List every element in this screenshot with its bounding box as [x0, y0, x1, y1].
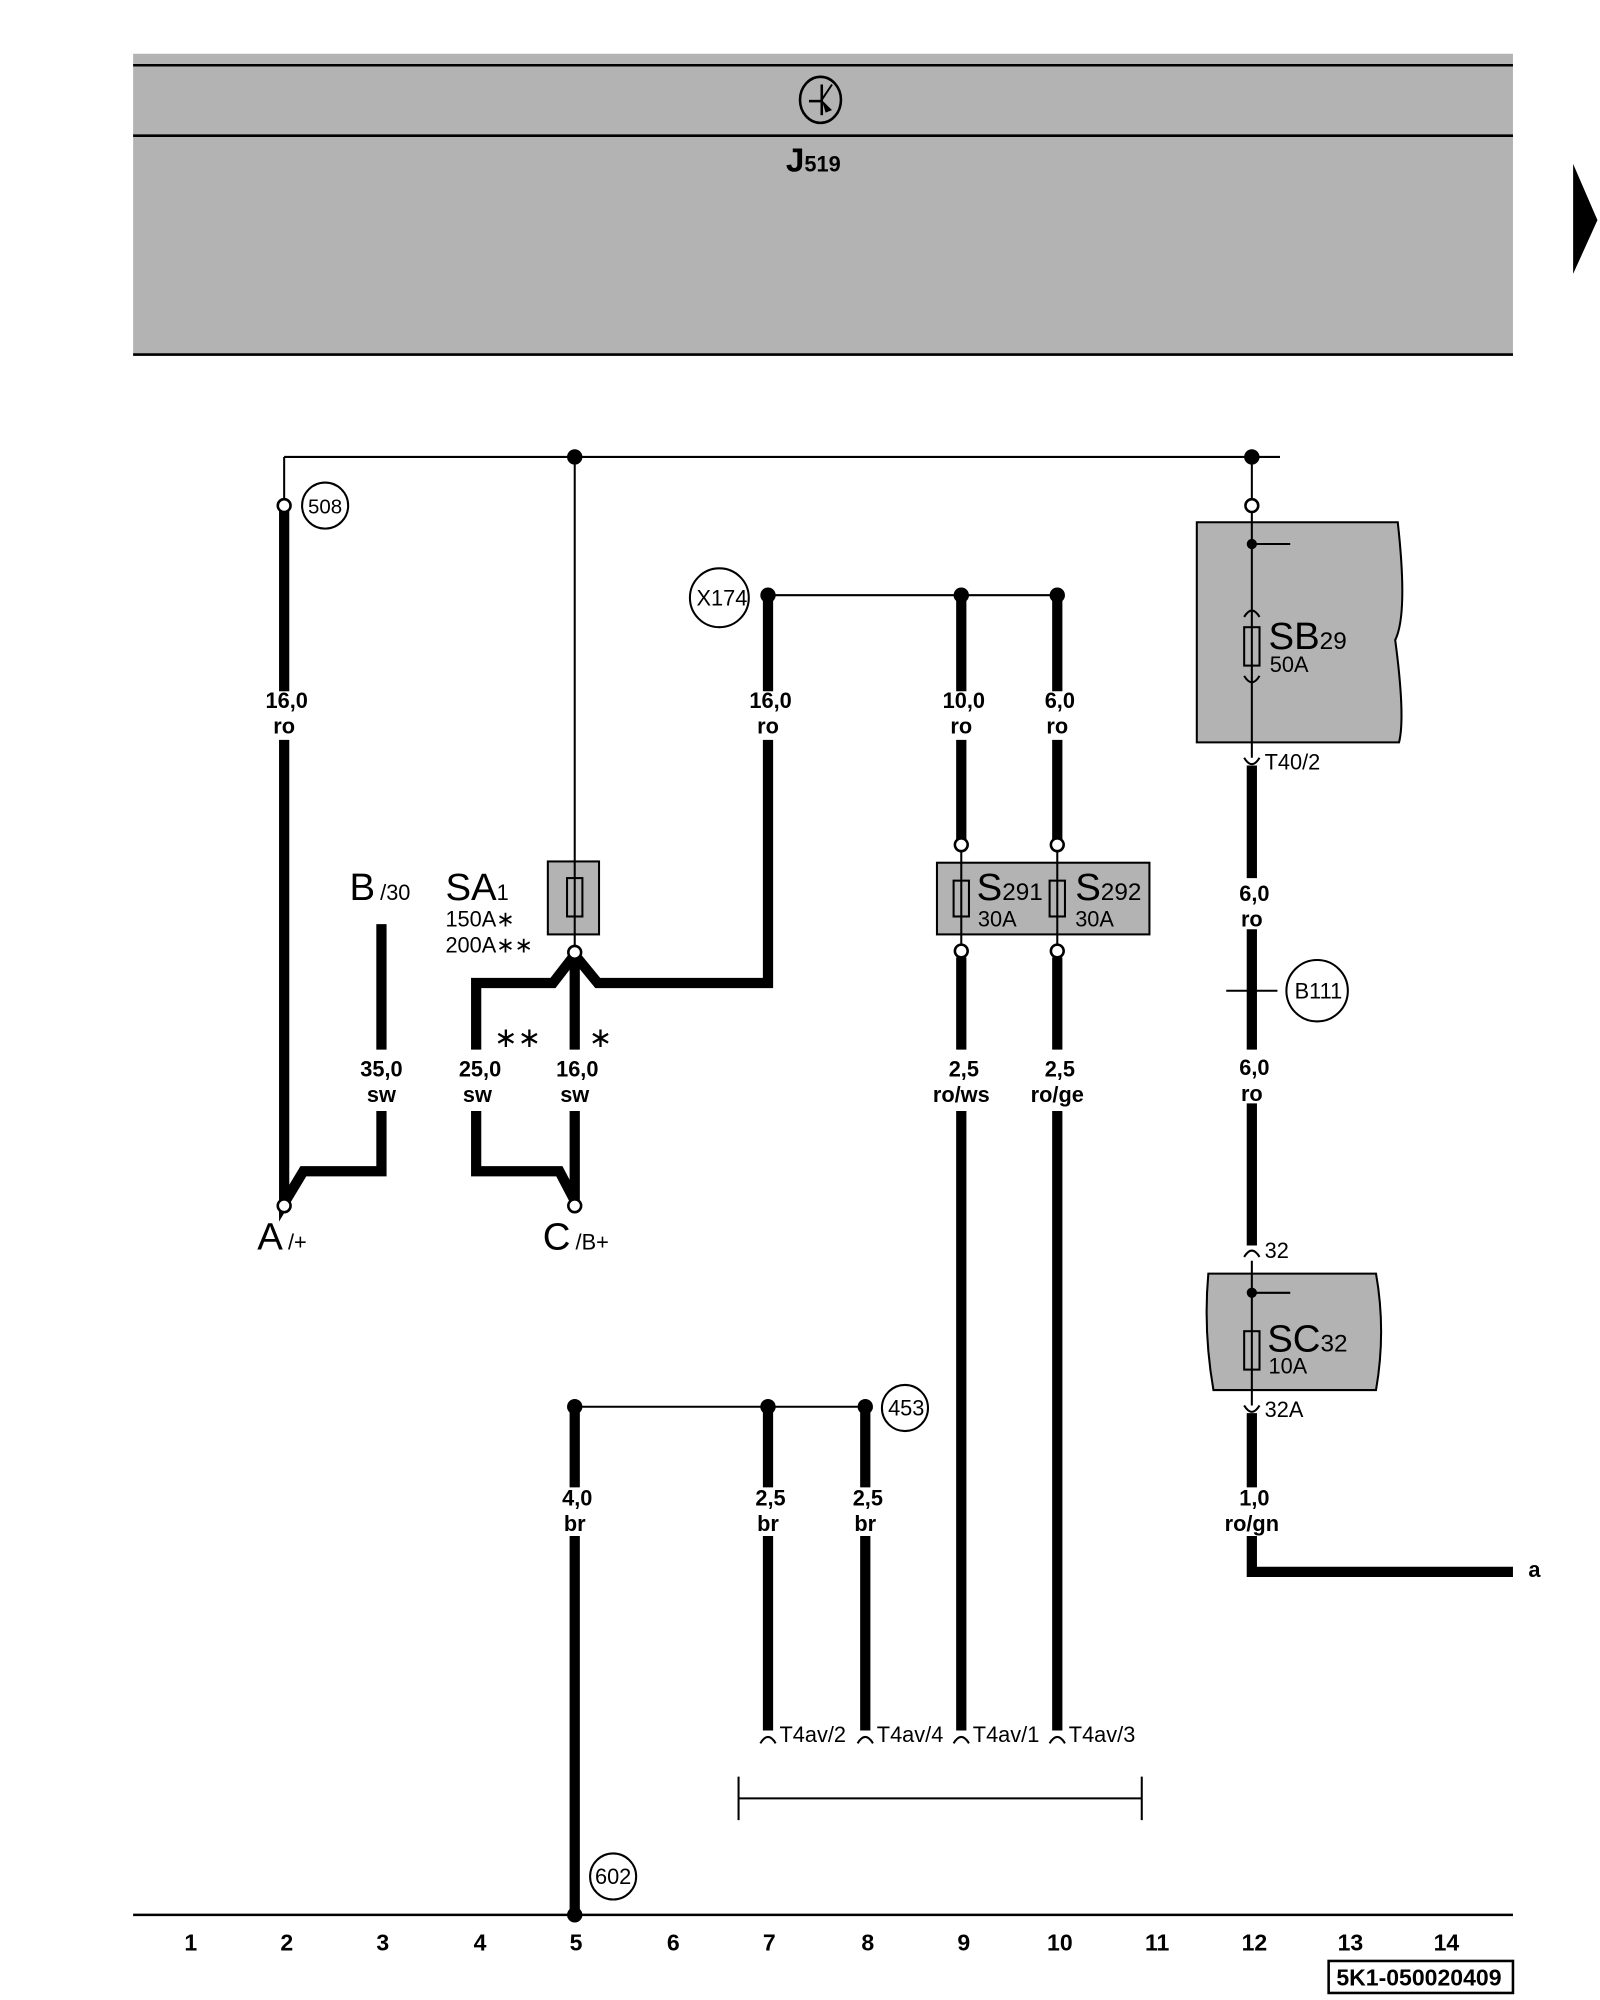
fuse-sb29-label: SB29	[1268, 615, 1346, 658]
wire-color: ro	[1241, 1081, 1263, 1106]
wire-color: br	[564, 1511, 586, 1536]
wire-color: sw	[367, 1082, 396, 1107]
variant-marker: ∗∗	[494, 1022, 541, 1053]
svg-text:8: 8	[861, 1930, 874, 1956]
wire-gauge: 2,5	[755, 1485, 785, 1510]
fuse-s291-label: S291	[977, 866, 1043, 909]
connector-bracket	[737, 1776, 1143, 1821]
terminal-c: C/B+	[543, 1215, 609, 1258]
fuse-box-sb	[1195, 512, 1404, 758]
svg-text:13: 13	[1338, 1930, 1364, 1956]
fuse-s291-rating: 30A	[978, 907, 1017, 932]
wire-gauge: 6,0	[1239, 881, 1269, 906]
wire-gauge: 10,0	[943, 688, 985, 713]
wire-gauge: 2,5	[949, 1056, 979, 1081]
component-label: J519	[786, 143, 841, 180]
svg-text:7: 7	[763, 1930, 776, 1956]
svg-text:5: 5	[570, 1930, 583, 1956]
svg-text:12: 12	[1242, 1930, 1268, 1956]
wire-color: ro	[950, 713, 972, 738]
wire-color: ro	[1046, 713, 1068, 738]
wire-color: ro/ge	[1031, 1082, 1084, 1107]
wire-gauge: 6,0	[1045, 688, 1075, 713]
fuse-s292-rating: 30A	[1075, 907, 1114, 932]
fuse-block-s291-s292	[935, 844, 1151, 952]
wire-gauge: 2,5	[1045, 1056, 1075, 1081]
fuse-sa1-rating: 150A∗	[445, 907, 514, 932]
wire-color: ro/ws	[933, 1082, 990, 1107]
fuse-sc32-label: SC32	[1267, 1318, 1347, 1361]
ref-453	[880, 1383, 930, 1433]
fuse-sa1	[546, 860, 601, 936]
variant-marker: ∗	[589, 1022, 613, 1053]
connector-pin: T4av/2	[780, 1722, 847, 1747]
fuse-box-sc	[1205, 1260, 1383, 1406]
wire-gauge: 6,0	[1239, 1055, 1269, 1080]
next-page-arrow[interactable]	[1573, 163, 1598, 274]
transistor-icon	[798, 75, 843, 125]
ref-b111-label: B111	[1295, 978, 1343, 1003]
wire-gauge: 25,0	[459, 1056, 501, 1081]
ref-x174	[688, 567, 750, 629]
ref-508	[301, 481, 350, 530]
svg-text:14: 14	[1434, 1930, 1460, 1956]
fuse-s292-label: S292	[1075, 866, 1141, 909]
wire-gauge: 16,0	[556, 1056, 598, 1081]
ref-453-label: 453	[888, 1396, 924, 1421]
ref-602-label: 602	[595, 1864, 631, 1889]
connector-pin: T4av/3	[1069, 1722, 1136, 1747]
connector-pin: T4av/4	[877, 1722, 944, 1747]
connector-pin: T40/2	[1265, 749, 1321, 774]
terminal-b: B/30	[349, 866, 410, 909]
wire-color: ro	[757, 713, 779, 738]
wire-color: sw	[560, 1082, 589, 1107]
wire-color: sw	[463, 1082, 492, 1107]
svg-text:6: 6	[667, 1930, 680, 1956]
continuation-a[interactable]: a	[1528, 1557, 1541, 1582]
svg-text:1: 1	[184, 1930, 197, 1956]
svg-text:3: 3	[376, 1930, 389, 1956]
wire-color: ro	[273, 713, 295, 738]
wire-color: br	[757, 1511, 779, 1536]
fuse-sa1-label: SA1	[445, 866, 508, 909]
connector-hooks	[759, 1735, 1066, 1744]
ref-b111	[1285, 958, 1349, 1023]
wire-gauge: 16,0	[266, 688, 308, 713]
connector-pin: 32A	[1265, 1397, 1304, 1422]
wire-color: br	[854, 1511, 876, 1536]
fuse-sa1-rating: 200A∗∗	[445, 932, 532, 957]
wire-color: ro/gn	[1225, 1511, 1279, 1536]
wire-gauge: 4,0	[562, 1485, 592, 1510]
connector-pin: 32	[1265, 1238, 1289, 1263]
terminal-a: A/+	[257, 1215, 306, 1258]
svg-text:10: 10	[1047, 1930, 1073, 1956]
svg-text:11: 11	[1145, 1930, 1170, 1956]
wire-gauge: 35,0	[360, 1056, 402, 1081]
column-numbers: 1 2 3 4 5 6 7 8 9 10 11 12 13 14	[184, 1930, 1459, 1956]
svg-text:9: 9	[957, 1930, 970, 1956]
ref-602	[589, 1852, 638, 1901]
svg-text:4: 4	[474, 1930, 487, 1956]
ref-x174-label: X174	[697, 585, 748, 610]
fuse-sc32-rating: 10A	[1268, 1353, 1307, 1378]
ref-508-label: 508	[308, 495, 342, 518]
connector-pin: T4av/1	[973, 1722, 1040, 1747]
wire-gauge: 2,5	[853, 1485, 883, 1510]
wire-gauge: 1,0	[1239, 1485, 1269, 1510]
wire-gauge: 16,0	[749, 688, 791, 713]
svg-text:2: 2	[280, 1930, 293, 1956]
reference-number: 5K1-050020409	[1336, 1964, 1501, 1990]
wire-color: ro	[1241, 907, 1263, 932]
control-unit-j519: J519	[133, 53, 1513, 356]
reference-box	[1327, 1959, 1515, 1995]
fuse-sb29-rating: 50A	[1270, 652, 1309, 677]
